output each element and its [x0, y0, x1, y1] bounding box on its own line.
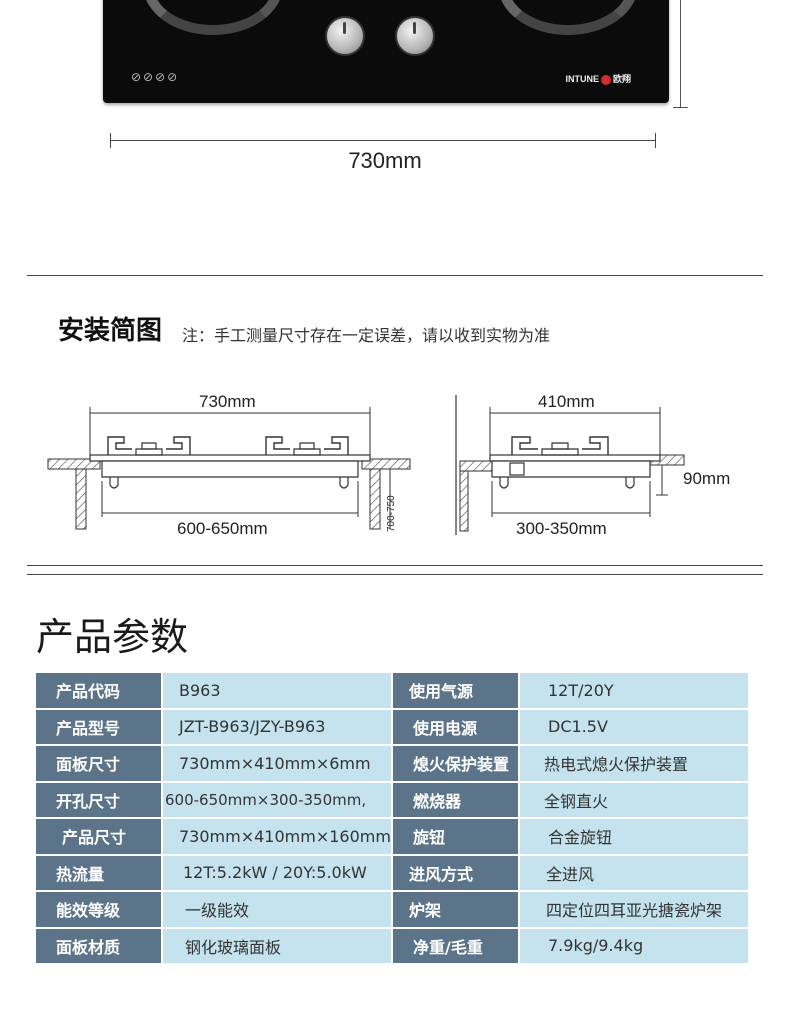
side-view-diagram — [455, 395, 685, 535]
front-body — [101, 460, 359, 478]
spec-value: 600-650mm×300-350mm, — [163, 782, 393, 819]
spec-key: 热流量 — [36, 855, 163, 892]
spec-key: 旋钮 — [393, 819, 520, 856]
spec-value: 12T:5.2kW / 20Y:5.0kW — [163, 855, 393, 892]
table-row: 产品尺寸 730mm×410mm×160mm 旋钮 合金旋钮 — [36, 819, 750, 856]
counter-right — [361, 458, 411, 470]
spec-value: 热电式熄火保护装置 — [520, 746, 750, 783]
spec-key: 熄火保护装置 — [393, 746, 520, 783]
spec-value: 730mm×410mm×160mm — [163, 819, 393, 856]
spec-key: 燃烧器 — [393, 782, 520, 819]
front-glass — [89, 454, 371, 462]
spec-value: 钢化玻璃面板 — [163, 928, 393, 965]
front-view-diagram — [47, 407, 411, 530]
width-dimension-tick — [110, 133, 111, 148]
spec-key: 净重/毛重 — [393, 928, 520, 965]
spec-key: 产品尺寸 — [36, 819, 163, 856]
spec-value: DC1.5V — [520, 709, 750, 746]
spec-key: 炉架 — [393, 892, 520, 929]
cabinet-height-label: 700-750 — [386, 495, 397, 532]
counter-left — [47, 458, 101, 470]
width-dimension-label: 730mm — [348, 148, 422, 173]
spec-value: 730mm×410mm×6mm — [163, 746, 393, 783]
front-top-width-label: 730mm — [199, 392, 256, 411]
spec-key: 产品型号 — [36, 709, 163, 746]
params-title: 产品参数 — [36, 615, 189, 659]
spec-key: 进风方式 — [393, 855, 520, 892]
table-row: 开孔尺寸 600-650mm×300-350mm, 燃烧器 全钢直火 — [36, 782, 750, 819]
side-body — [491, 460, 651, 478]
section-divider — [27, 275, 763, 276]
right-burner — [498, 0, 638, 35]
side-cutout-depth-label: 300-350mm — [516, 519, 607, 538]
side-glass — [489, 454, 661, 462]
side-height-label: 90mm — [683, 469, 731, 488]
width-dimension-line — [110, 140, 656, 141]
spec-key: 面板尺寸 — [36, 746, 163, 783]
table-row: 面板尺寸 730mm×410mm×6mm 熄火保护装置 热电式熄火保护装置 — [36, 746, 750, 783]
spec-value: 12T/20Y — [520, 673, 750, 710]
install-note: 注：手工测量尺寸存在一定误差，请以收到实物为准 — [182, 326, 551, 345]
spec-key: 开孔尺寸 — [36, 782, 163, 819]
table-row: 能效等级 一级能效 炉架 四定位四耳亚光搪瓷炉架 — [36, 892, 750, 929]
height-dimension-line — [680, 0, 681, 108]
spec-value: 合金旋钮 — [520, 819, 750, 856]
spec-value: 四定位四耳亚光搪瓷炉架 — [520, 892, 750, 929]
left-burner — [143, 0, 283, 35]
section-divider — [27, 574, 763, 575]
table-row: 产品代码 B963 使用气源 12T/20Y — [36, 673, 750, 710]
safety-icons: ⊘⊘⊘⊘ — [131, 70, 180, 84]
cabinet-left — [75, 468, 87, 530]
spec-value: 7.9kg/9.4kg — [520, 928, 750, 965]
spec-key: 使用电源 — [393, 709, 520, 746]
spec-value: B963 — [163, 673, 393, 710]
spec-key: 面板材质 — [36, 928, 163, 965]
width-dimension-tick — [655, 133, 656, 148]
table-row: 热流量 12T:5.2kW / 20Y:5.0kW 进风方式 全进风 — [36, 855, 750, 892]
cabinet-right — [369, 468, 381, 530]
front-cutout-width-label: 600-650mm — [177, 519, 268, 538]
table-row: 产品型号 JZT-B963/JZY-B963 使用电源 DC1.5V — [36, 709, 750, 746]
right-knob — [395, 16, 435, 56]
spec-value: 全钢直火 — [520, 782, 750, 819]
spec-key: 能效等级 — [36, 892, 163, 929]
table-row: 面板材质 钢化玻璃面板 净重/毛重 7.9kg/9.4kg — [36, 928, 750, 965]
spec-value: JZT-B963/JZY-B963 — [163, 709, 393, 746]
install-title: 安装简图 — [58, 316, 163, 346]
side-top-depth-label: 410mm — [538, 392, 595, 411]
left-knob — [325, 16, 365, 56]
spec-table: 产品代码 B963 使用气源 12T/20Y 产品型号 JZT-B963/JZY… — [36, 673, 750, 965]
spec-key: 使用气源 — [393, 673, 520, 710]
section-divider — [27, 565, 763, 566]
spec-value: 全进风 — [520, 855, 750, 892]
spec-key: 产品代码 — [36, 673, 163, 710]
spec-value: 一级能效 — [163, 892, 393, 929]
height-dimension-cap — [673, 107, 688, 108]
